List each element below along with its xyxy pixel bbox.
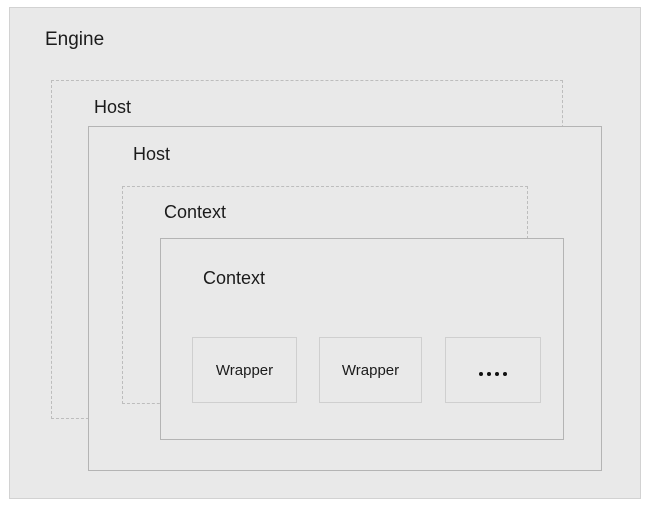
ellipsis-icon [479,372,507,376]
context-dashed-label: Context [164,202,227,222]
wrapper-label: Wrapper [215,361,274,379]
host-solid-label: Host [133,144,171,164]
host-dashed-label: Host [94,97,132,117]
wrapper-overflow-box [445,337,541,403]
context-solid-label: Context [203,268,266,288]
wrapper-box: Wrapper [192,337,297,403]
engine-label: Engine [45,29,105,50]
wrapper-label: Wrapper [341,361,400,379]
wrapper-box: Wrapper [319,337,422,403]
